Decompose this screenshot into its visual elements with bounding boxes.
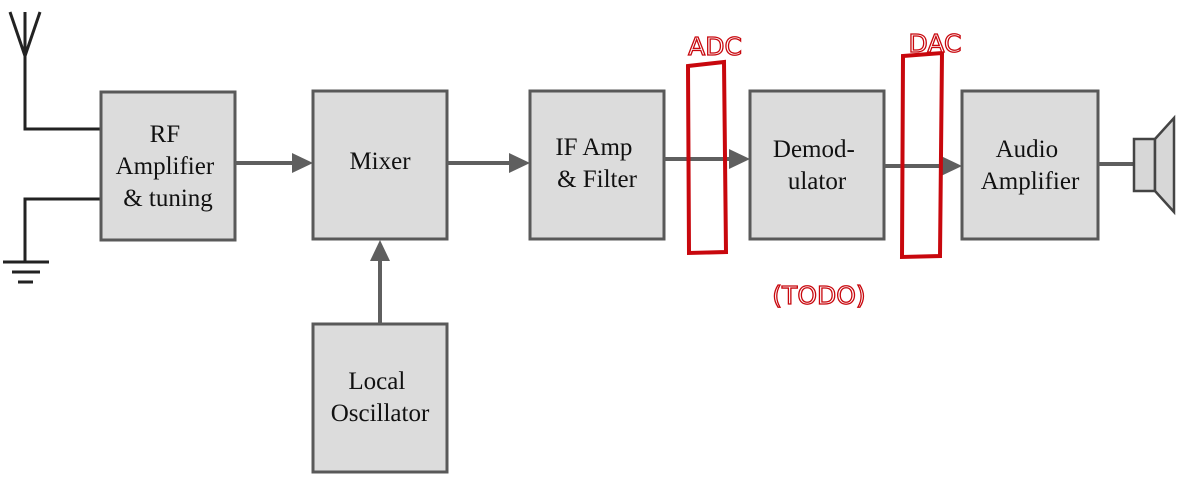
todo-label: (TODO)	[772, 281, 865, 310]
arrow-if-to-demodulator	[664, 149, 750, 169]
ground-icon	[3, 197, 101, 284]
if-amp-filter-label: IF Amp & Filter	[555, 134, 638, 193]
audio-amplifier-block: Audio Amplifier	[960, 89, 1100, 241]
audio-amplifier-line-1: Audio	[996, 136, 1059, 163]
rf-amplifier-block: RF Amplifier & tuning	[99, 90, 237, 242]
if-amp-filter-block: IF Amp & Filter	[528, 89, 666, 241]
local-oscillator-line-1: Local	[348, 368, 405, 395]
audio-amplifier-label: Audio Amplifier	[981, 136, 1080, 195]
rf-amplifier-line-1: RF	[150, 121, 181, 148]
adc-converter-marker	[685, 59, 729, 256]
demodulator-label: Demod- ulator	[773, 136, 861, 195]
antenna-icon	[8, 11, 42, 129]
demodulator-line-2: ulator	[788, 168, 847, 195]
if-amp-filter-line-1: IF Amp	[555, 134, 632, 161]
local-oscillator-block: Local Oscillator	[311, 322, 449, 474]
adc-label: ADC	[688, 32, 742, 61]
arrow-rf-to-mixer	[235, 153, 313, 173]
arrow-mixer-to-if	[447, 153, 530, 173]
rf-amplifier-line-3: & tuning	[123, 185, 213, 212]
mixer-block: Mixer	[311, 89, 449, 241]
demodulator-line-1: Demod-	[773, 136, 855, 163]
dac-label: DAC	[909, 29, 962, 58]
arrow-demodulator-to-audio	[884, 156, 962, 176]
rf-amplifier-line-2: Amplifier	[116, 153, 215, 180]
rf-amplifier-label: RF Amplifier & tuning	[116, 121, 221, 212]
local-oscillator-line-2: Oscillator	[331, 400, 430, 427]
mixer-line-1: Mixer	[349, 148, 411, 175]
mixer-label: Mixer	[349, 148, 411, 175]
demodulator-block: Demod- ulator	[748, 89, 886, 241]
audio-amplifier-line-2: Amplifier	[981, 168, 1080, 195]
dac-converter-marker	[899, 50, 945, 260]
local-oscillator-label: Local Oscillator	[331, 368, 430, 427]
speaker-icon	[1132, 114, 1176, 216]
if-amp-filter-line-2: & Filter	[557, 166, 638, 193]
arrow-oscillator-to-mixer	[370, 240, 390, 324]
